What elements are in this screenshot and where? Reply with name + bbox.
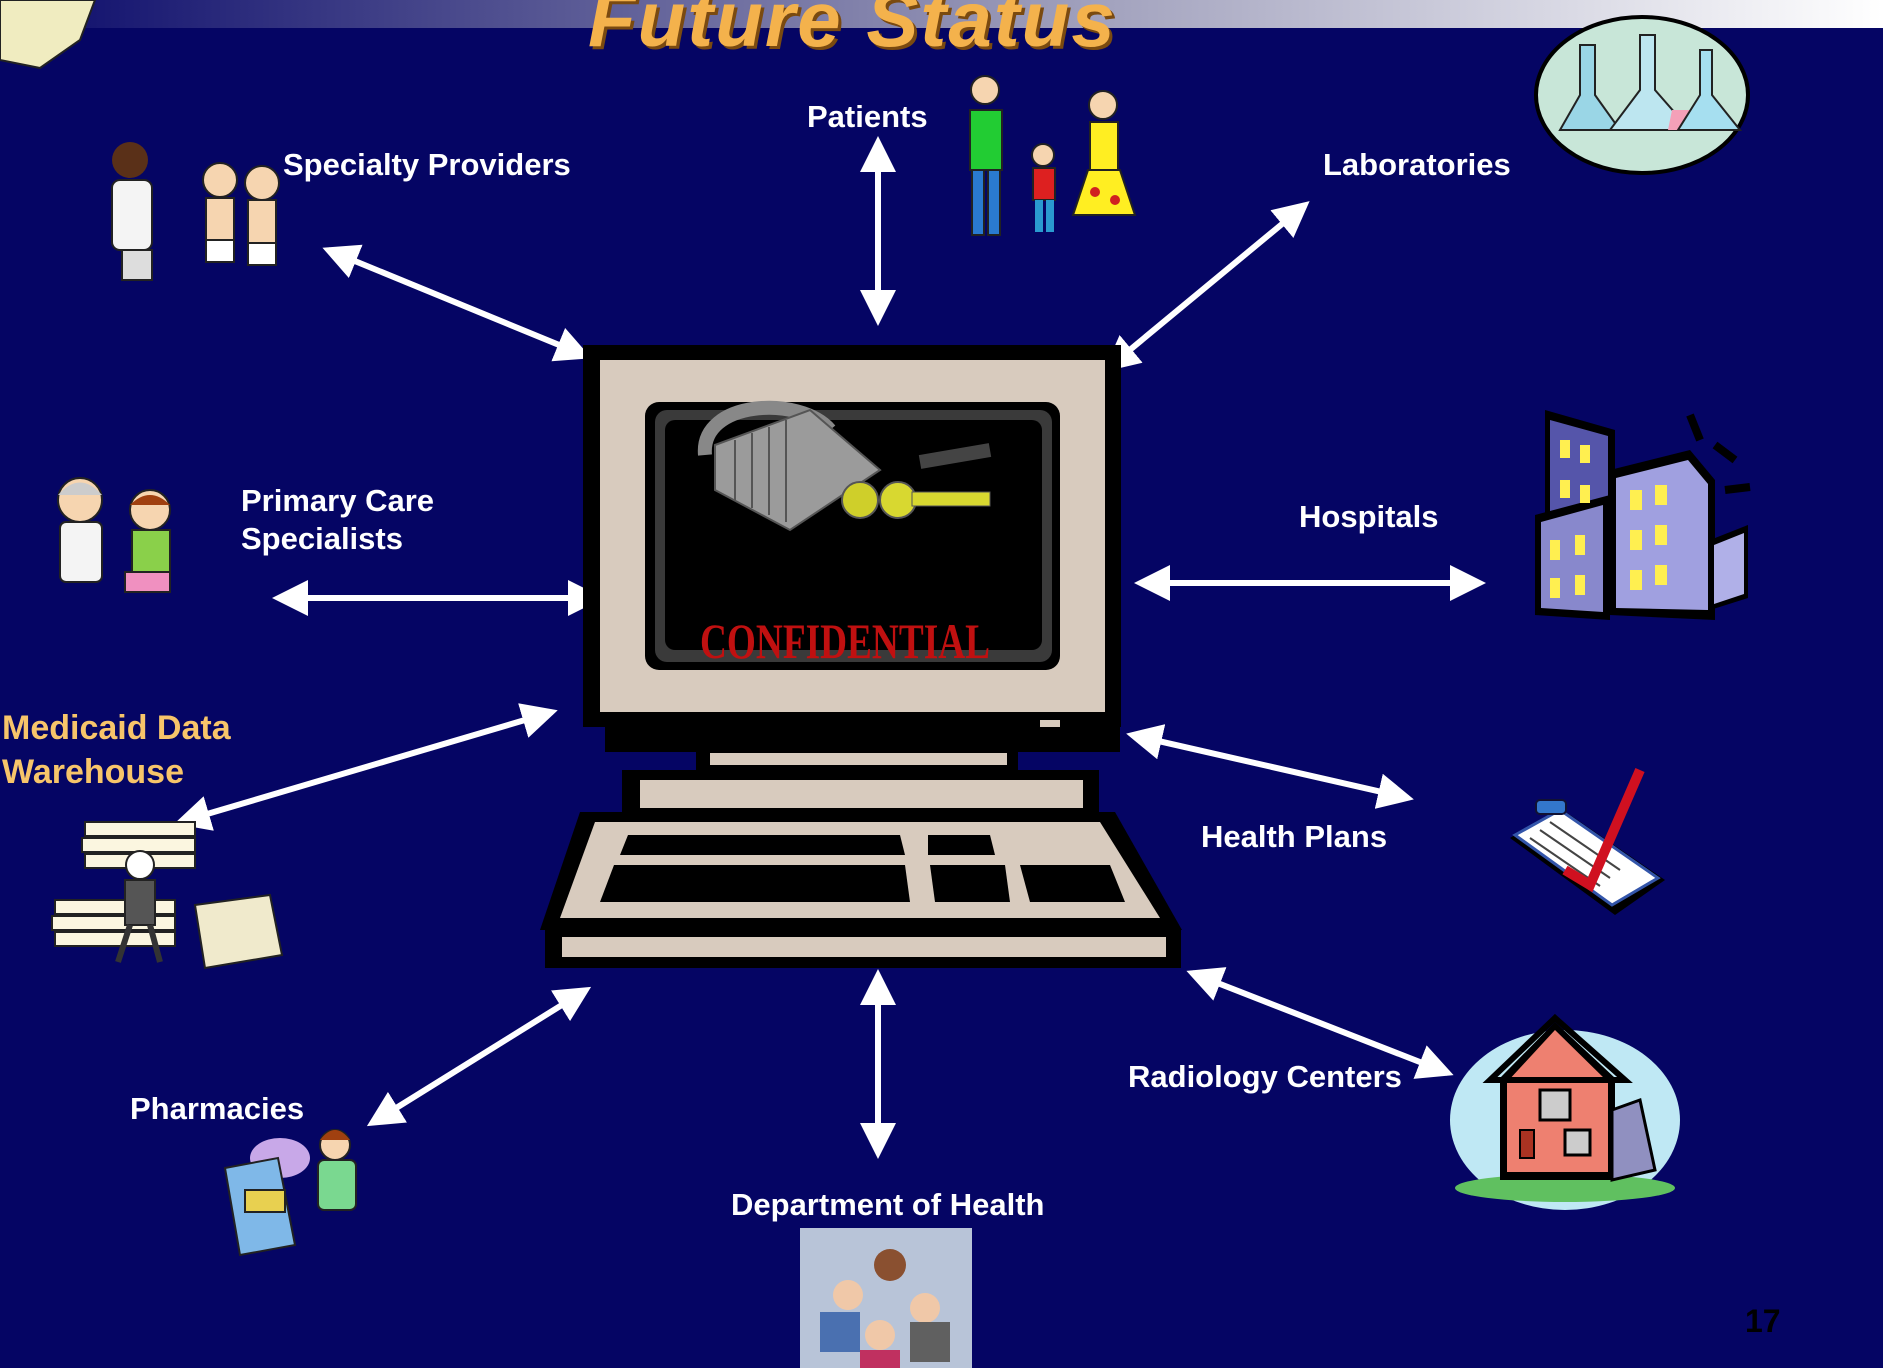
padlock-icon xyxy=(697,400,882,532)
arrow-specialty-providers xyxy=(322,244,592,362)
medicaid-warehouse-clipart xyxy=(51,821,284,970)
arrow-radiology xyxy=(1186,967,1454,1079)
patients-clipart xyxy=(969,75,1137,236)
label-radiology-centers: Radiology Centers xyxy=(1128,1059,1402,1094)
pharmacies-clipart xyxy=(223,1129,357,1257)
primary-care-clipart xyxy=(57,477,171,593)
label-health-plans: Health Plans xyxy=(1201,819,1388,854)
label-pharmacies: Pharmacies xyxy=(130,1091,305,1126)
department-of-health-clipart xyxy=(800,1228,972,1368)
laboratories-clipart xyxy=(1534,15,1750,175)
arrow-health-plans xyxy=(1126,724,1414,809)
page-number: 17 xyxy=(1745,1303,1781,1339)
specialty-providers-clipart xyxy=(111,142,280,281)
key-icon xyxy=(841,481,991,519)
label-hospitals: Hospitals xyxy=(1299,499,1439,534)
label-laboratories: Laboratories xyxy=(1323,147,1511,182)
label-primary-care-line1: Primary Care xyxy=(241,483,435,518)
title-banner xyxy=(0,0,1883,28)
health-plans-clipart xyxy=(1510,768,1665,915)
arrow-laboratories xyxy=(1103,201,1310,372)
hospitals-clipart xyxy=(1535,410,1751,620)
label-primary-care-line2: Specialists xyxy=(241,521,403,556)
arrow-medicaid xyxy=(174,703,558,831)
label-medicaid-line2: Warehouse xyxy=(2,753,185,791)
corner-logo xyxy=(0,0,97,70)
label-specialty-providers: Specialty Providers xyxy=(283,147,571,182)
confidential-stamp: CONFIDENTIAL xyxy=(700,613,990,669)
slide-title: Future Status xyxy=(588,0,1117,63)
arrow-pharmacies xyxy=(366,986,592,1127)
label-medicaid-line1: Medicaid Data xyxy=(2,709,231,747)
label-patients: Patients xyxy=(807,99,928,134)
label-department-of-health: Department of Health xyxy=(731,1187,1045,1222)
computer-icon: CONFIDENTIAL xyxy=(540,345,1182,968)
radiology-centers-clipart xyxy=(1450,1013,1680,1210)
connector-arrows xyxy=(174,136,1486,1159)
